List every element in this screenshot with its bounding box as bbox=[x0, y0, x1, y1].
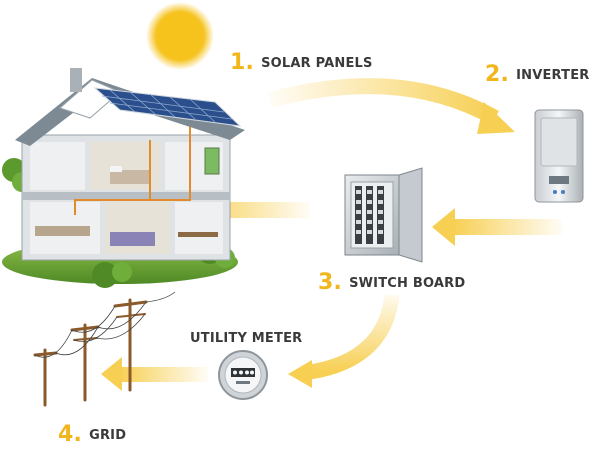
arrow-meter-to-grid bbox=[101, 357, 208, 391]
step-grid-label: 4. GRID bbox=[58, 422, 126, 447]
solar-panel-array bbox=[93, 87, 242, 127]
step-number: 3. bbox=[318, 270, 343, 295]
step-text: INVERTER bbox=[516, 68, 590, 83]
arrow-switchboard-to-meter bbox=[288, 293, 400, 388]
utility-meter-label: UTILITY METER bbox=[190, 327, 302, 346]
switch-board-cabinet bbox=[344, 167, 423, 263]
house-illustration bbox=[2, 68, 245, 288]
step-solar-panels-label: 1. SOLAR PANELS bbox=[230, 50, 373, 75]
step-number: 1. bbox=[230, 50, 255, 75]
power-grid-poles bbox=[33, 298, 148, 407]
power-lines bbox=[34, 291, 176, 358]
step-inverter-label: 2. INVERTER bbox=[485, 62, 590, 87]
step-switch-board-label: 3. SWITCH BOARD bbox=[318, 270, 465, 295]
inverter-unit bbox=[534, 109, 584, 203]
step-number: 4. bbox=[58, 422, 83, 447]
arrow-panels-to-inverter bbox=[267, 78, 515, 134]
utility-meter-icon bbox=[218, 350, 268, 400]
sun-icon bbox=[146, 2, 214, 70]
step-text: SWITCH BOARD bbox=[349, 276, 466, 291]
step-number: 2. bbox=[485, 62, 510, 87]
meter-text: UTILITY METER bbox=[190, 331, 303, 346]
step-text: SOLAR PANELS bbox=[261, 56, 373, 71]
step-text: GRID bbox=[89, 428, 127, 443]
arrow-inverter-to-switchboard bbox=[432, 208, 562, 246]
